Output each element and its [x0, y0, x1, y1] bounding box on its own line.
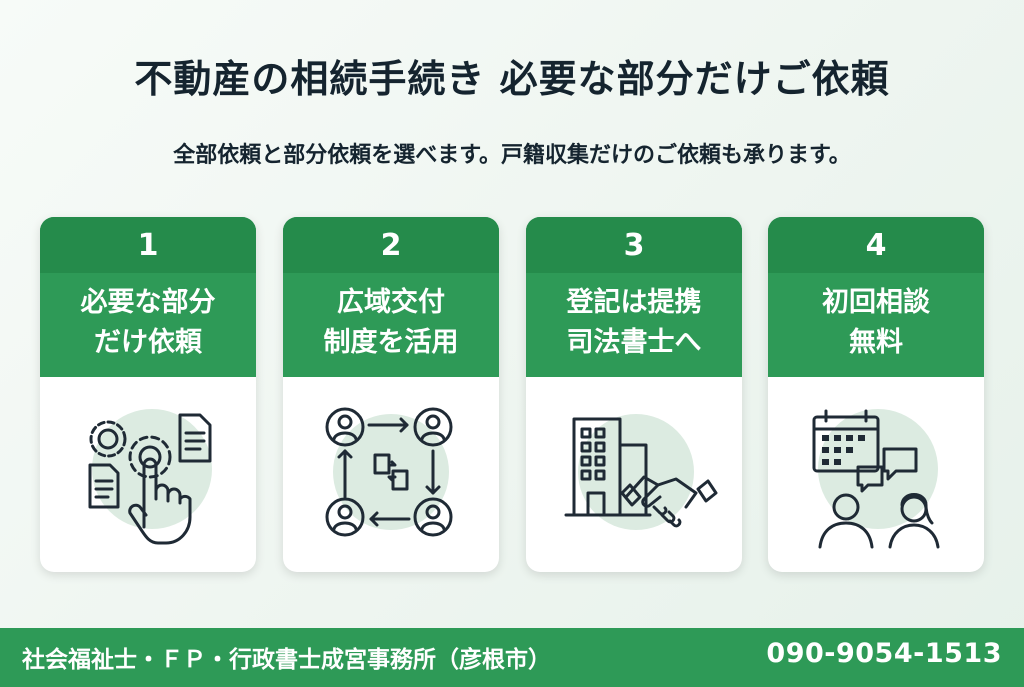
gear-hand-document-icon	[40, 377, 256, 572]
building-handshake-icon	[526, 377, 742, 572]
card-header: 4 初回相談 無料	[768, 217, 984, 377]
card-title-line1: 必要な部分	[80, 287, 216, 318]
feature-card-4: 4 初回相談 無料	[768, 217, 984, 572]
card-title-line2: 司法書士へ	[566, 327, 702, 358]
card-title-line2: だけ依頼	[94, 327, 202, 358]
card-number: 4	[768, 217, 984, 273]
card-header: 1 必要な部分 だけ依頼	[40, 217, 256, 377]
page-title: 不動産の相続手続き 必要な部分だけご依頼	[134, 57, 890, 101]
card-number: 1	[40, 217, 256, 273]
office-name: 社会福祉士・ＦＰ・行政書士成宮事務所（彦根市）	[22, 647, 551, 673]
feature-card-1: 1 必要な部分 だけ依頼	[40, 217, 256, 572]
card-header: 3 登記は提携 司法書士へ	[526, 217, 742, 377]
feature-cards: 1 必要な部分 だけ依頼	[40, 217, 984, 572]
feature-card-2: 2 広域交付 制度を活用	[283, 217, 499, 572]
card-title-line1: 広域交付	[337, 287, 445, 318]
calendar-consultation-icon	[768, 377, 984, 572]
footer-bar: 社会福祉士・ＦＰ・行政書士成宮事務所（彦根市） 090-9054-1513	[0, 628, 1024, 687]
card-title-line2: 無料	[849, 327, 903, 358]
people-exchange-icon	[283, 377, 499, 572]
card-title-line1: 初回相談	[822, 287, 930, 318]
card-title-line2: 制度を活用	[323, 327, 459, 358]
card-number: 3	[526, 217, 742, 273]
phone-number: 090-9054-1513	[766, 638, 1002, 669]
card-number: 2	[283, 217, 499, 273]
page-subtitle: 全部依頼と部分依頼を選べます。戸籍収集だけのご依頼も承ります。	[173, 143, 851, 168]
card-title-line1: 登記は提携	[566, 287, 702, 318]
card-header: 2 広域交付 制度を活用	[283, 217, 499, 377]
feature-card-3: 3 登記は提携 司法書士へ	[526, 217, 742, 572]
